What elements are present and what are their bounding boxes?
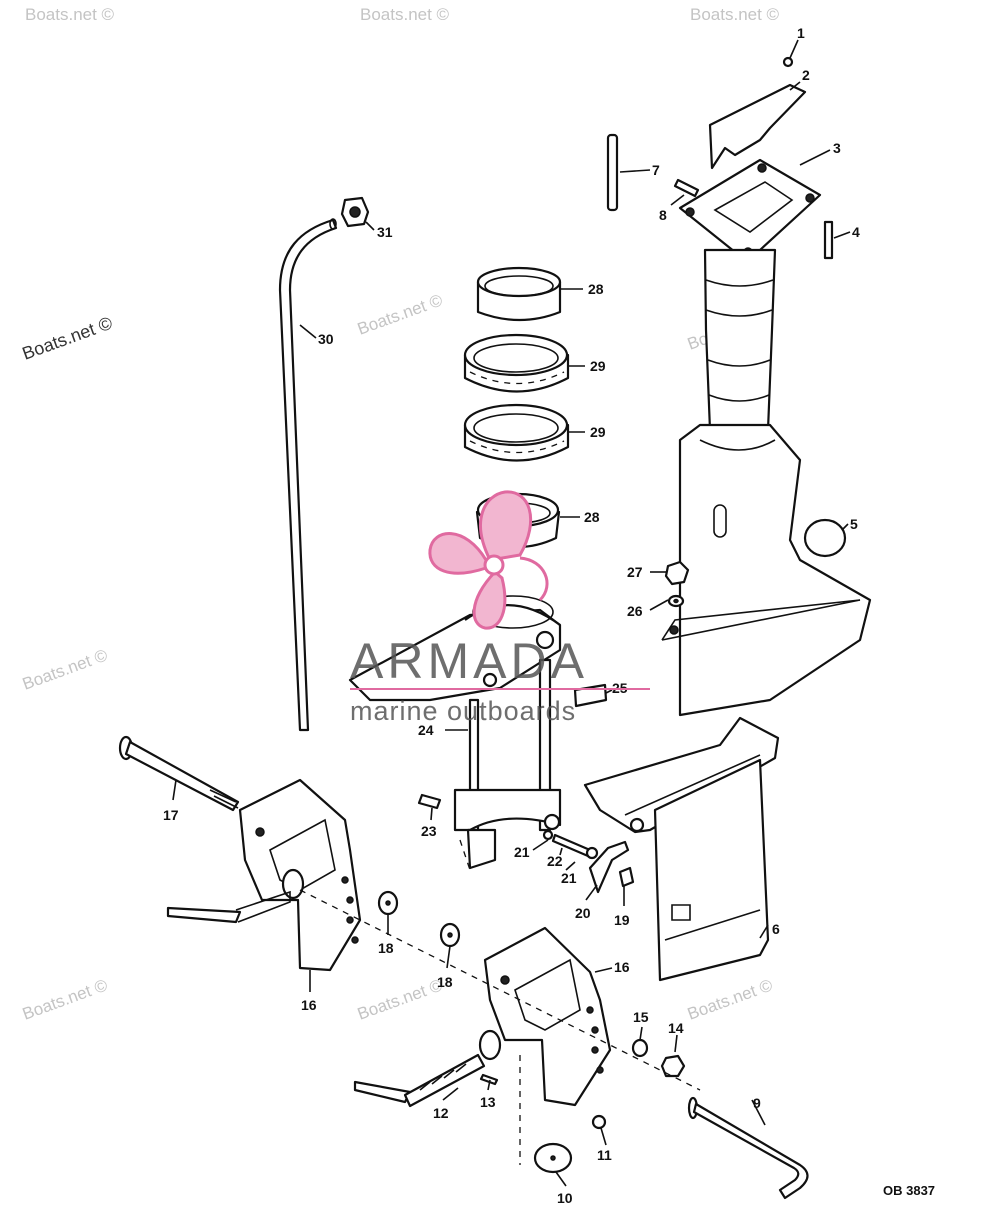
part-small-hardware <box>417 793 635 894</box>
part-tilt-lever <box>687 1096 809 1200</box>
callout-number: 6 <box>772 921 780 937</box>
part-pad <box>573 683 608 708</box>
part-clamp-bracket-left <box>166 778 362 972</box>
part-ring-lower <box>463 403 570 462</box>
callout-number: 10 <box>557 1190 573 1206</box>
part-disc-screw <box>533 1114 607 1174</box>
watermark: Boats.net © <box>685 975 776 1023</box>
callout-number: 19 <box>614 912 630 928</box>
callout-number: 13 <box>480 1094 496 1110</box>
callout-number: 30 <box>318 331 334 347</box>
callout-number: 5 <box>850 516 858 532</box>
callout-number: 24 <box>418 722 434 738</box>
callout-number: 4 <box>852 224 860 240</box>
part-exhaust-housing <box>661 158 872 717</box>
callout-number: 9 <box>753 1095 761 1111</box>
callout-number: 21 <box>514 844 530 860</box>
callout-numbers: 1 2 3 4 5 6 7 8 9 10 11 12 13 14 15 16 1… <box>163 25 860 1206</box>
watermark: Boats.net © <box>25 5 115 24</box>
callout-number: 8 <box>659 207 667 223</box>
watermark: Boats.net © <box>360 5 450 24</box>
callout-number: 26 <box>627 603 643 619</box>
callout-number: 12 <box>433 1105 449 1121</box>
part-plug <box>803 518 847 558</box>
leader-lines <box>172 39 851 1187</box>
brand-underline <box>350 688 650 690</box>
part-nut-washer <box>664 560 690 608</box>
part-screws <box>673 178 834 260</box>
part-clamp-bracket-right <box>478 926 612 1107</box>
callout-number: 29 <box>590 424 606 440</box>
callout-number: 22 <box>547 853 563 869</box>
part-bushing-upper <box>476 266 562 322</box>
callout-number: 31 <box>377 224 393 240</box>
part-tube <box>278 218 338 732</box>
callout-number: 7 <box>652 162 660 178</box>
callout-number: 3 <box>833 140 841 156</box>
callout-number: 18 <box>437 974 453 990</box>
part-cover-screw <box>708 56 807 170</box>
alignment-lines <box>299 839 701 1165</box>
callout-number: 27 <box>627 564 643 580</box>
part-washers <box>377 890 461 948</box>
part-ring-upper <box>463 333 570 393</box>
callout-number: 20 <box>575 905 591 921</box>
callout-number: 23 <box>421 823 437 839</box>
part-pin <box>606 133 619 212</box>
callout-number: 17 <box>163 807 179 823</box>
watermark: Boats.net © <box>20 645 111 693</box>
watermark: Boats.net © <box>355 290 446 338</box>
diagram-code: OB 3837 <box>883 1183 935 1198</box>
watermark: Boats.net © <box>20 313 115 364</box>
brand-tagline: marine outboards <box>350 696 576 726</box>
callout-number: 2 <box>802 67 810 83</box>
callout-number: 14 <box>668 1020 684 1036</box>
watermark: Boats.net © <box>690 5 780 24</box>
callout-number: 16 <box>614 959 630 975</box>
callout-number: 16 <box>301 997 317 1013</box>
watermark: Boats.net © <box>355 975 446 1023</box>
part-grommet <box>340 196 370 228</box>
callout-number: 15 <box>633 1009 649 1025</box>
brand-name: ARMADA <box>350 633 588 689</box>
propeller-logo <box>428 490 549 630</box>
callout-number: 18 <box>378 940 394 956</box>
part-tilt-pin <box>118 735 240 812</box>
callout-number: 29 <box>590 358 606 374</box>
callout-number: 11 <box>597 1147 612 1163</box>
callout-number: 28 <box>588 281 604 297</box>
callout-number: 28 <box>584 509 600 525</box>
callout-number: 21 <box>561 870 577 886</box>
part-clamp-screw <box>353 1053 499 1108</box>
watermark: Boats.net © <box>20 975 111 1023</box>
callout-number: 1 <box>797 25 805 41</box>
brand-overlay: ARMADA marine outboards <box>350 490 650 726</box>
part-lower-housing <box>583 716 780 982</box>
